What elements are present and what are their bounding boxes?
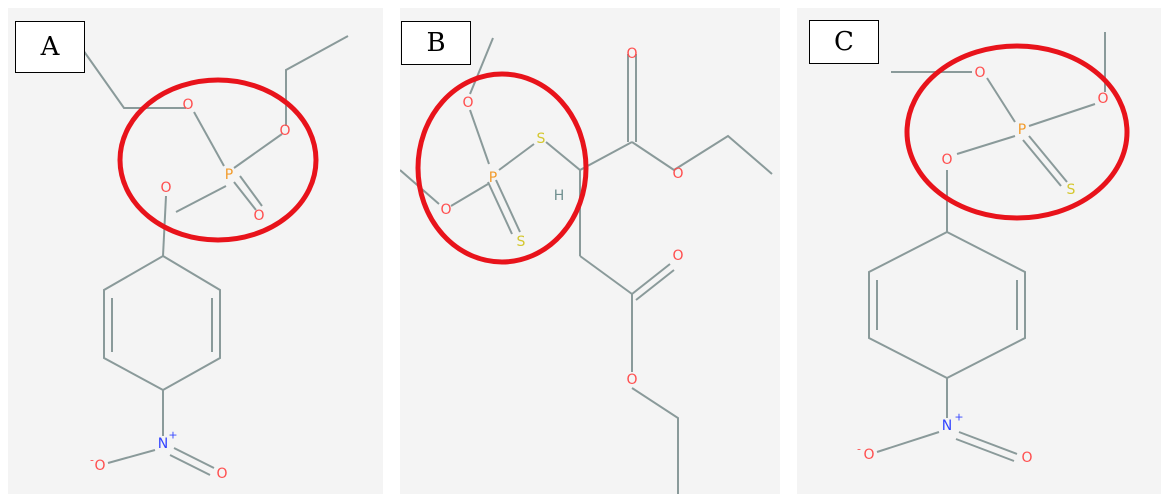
atom-oxygen: O xyxy=(672,166,683,182)
atom-sulfur: S xyxy=(1067,182,1076,198)
atom-oxygen: O xyxy=(462,95,473,111)
highlight-circle xyxy=(117,77,319,243)
atoms-a: O O P O O N + O - O xyxy=(90,97,291,482)
atom-oxygen: O xyxy=(440,202,451,218)
molecule-a: O O P O O N + O - O xyxy=(82,35,349,482)
charge-minus: - xyxy=(857,443,861,456)
bonds-b xyxy=(400,37,773,494)
charge-minus: - xyxy=(90,454,94,467)
panel-label: A xyxy=(15,21,85,73)
panel-a: O O P O O N + O - O A xyxy=(8,8,383,494)
atom-oxygen: O xyxy=(182,97,193,113)
atom-sulfur: S xyxy=(537,131,546,147)
charge-plus: + xyxy=(954,411,963,424)
molecule-c: O O P O S N + O - O xyxy=(857,32,1130,466)
atom-hydrogen: H xyxy=(554,188,565,204)
panel-label: B xyxy=(401,21,471,65)
panel-c: O O P O S N + O - O C xyxy=(797,8,1161,494)
atoms-b: O S P H O S O O O O xyxy=(440,46,683,388)
highlight-circle xyxy=(415,71,589,265)
atom-phosphorus: P xyxy=(1018,122,1026,138)
atom-sulfur: S xyxy=(517,234,526,250)
atom-nitrogen: N xyxy=(942,418,952,434)
molecule-b: O S P H O S O O O O xyxy=(400,37,773,494)
charge-plus: + xyxy=(168,429,177,442)
atom-phosphorus: P xyxy=(225,167,233,183)
atom-oxygen: O xyxy=(253,208,264,224)
atom-oxygen: O xyxy=(626,46,637,62)
atom-oxygen: O xyxy=(672,248,683,264)
bonds-a xyxy=(82,35,349,476)
panel-b: O S P H O S O O O O B xyxy=(400,8,780,494)
atom-oxygen: O xyxy=(941,152,952,168)
atom-oxygen: O xyxy=(279,123,290,139)
atom-oxygen: O xyxy=(626,372,637,388)
atom-oxygen: O xyxy=(1097,91,1108,107)
atom-phosphorus: P xyxy=(489,170,497,186)
atom-oxygen: O xyxy=(160,180,171,196)
atom-oxygen: O xyxy=(974,65,985,81)
panel-label: C xyxy=(809,20,879,64)
atom-oxygen: O xyxy=(1021,450,1032,466)
atom-oxygen: O xyxy=(94,458,105,474)
atom-oxygen: O xyxy=(216,466,227,482)
atoms-c: O O P O S N + O - O xyxy=(857,65,1109,466)
highlight-circle xyxy=(904,43,1130,221)
atom-oxygen: O xyxy=(863,447,874,463)
atom-nitrogen: N xyxy=(158,436,168,452)
bonds-c xyxy=(868,32,1106,462)
